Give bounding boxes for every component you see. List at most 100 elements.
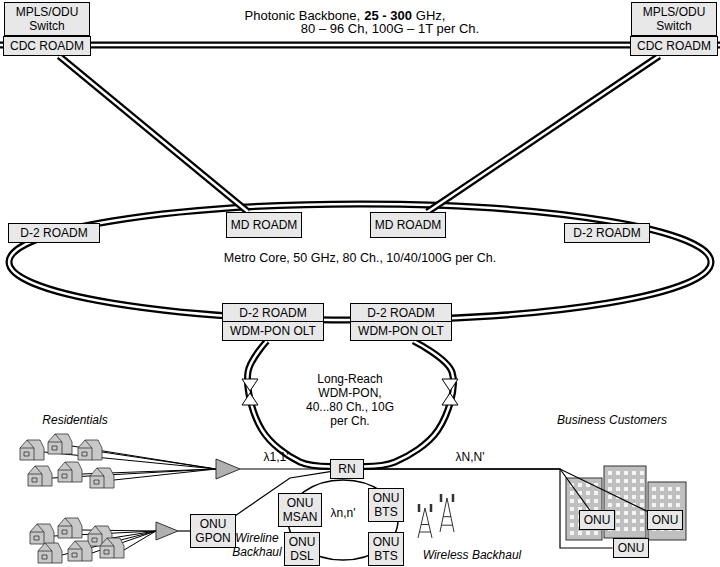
roadm-box: D-2 ROADM (350, 303, 452, 323)
box-text: ONU (618, 541, 645, 555)
house-icon (58, 518, 82, 538)
house-icon (90, 468, 114, 488)
window (652, 487, 656, 491)
backbone-spec: 80 – 96 Ch, 100G – 1T per Ch. (301, 22, 479, 36)
wavelength-label: λ1,1' (264, 450, 289, 464)
window (616, 487, 620, 491)
drop-fiber (102, 452, 216, 469)
window (624, 511, 628, 515)
window (640, 471, 644, 475)
window (668, 503, 672, 507)
window (586, 499, 590, 503)
box-text: ONU MSAN (283, 496, 318, 524)
wavelength-label: λn,n' (331, 506, 356, 520)
fiber-link (427, 56, 659, 212)
window (586, 491, 590, 495)
box-text: MPLS/ODU Switch (636, 5, 712, 33)
amplifier-symbol (442, 393, 458, 405)
antenna (441, 494, 453, 502)
house-detail (48, 434, 62, 454)
roadm-box: D-2 ROADM (222, 303, 324, 323)
house-icon (28, 466, 52, 486)
window (632, 495, 636, 499)
house-detail (58, 518, 72, 538)
olt-box: WDM-PON OLT (222, 321, 324, 341)
onu-box: ONU MSAN (278, 493, 323, 527)
box-text: ONU (584, 513, 611, 527)
window (640, 519, 644, 523)
amplifier-symbol (442, 379, 458, 391)
group-label: Wireless Backhaul (423, 548, 522, 562)
splitter-symbol (156, 522, 178, 540)
box-text: D-2 ROADM (569, 226, 645, 240)
wavelength-label: λN,N' (456, 450, 485, 464)
window (640, 511, 644, 515)
fiber-line (364, 469, 647, 511)
roadm-box: CDC ROADM (3, 36, 91, 56)
window (632, 471, 636, 475)
window (624, 487, 628, 491)
window (676, 503, 680, 507)
window (570, 531, 574, 535)
box-text: MPLS/ODU Switch (9, 5, 85, 33)
house-detail (28, 466, 42, 486)
fiber-link (364, 469, 647, 511)
house-icon (20, 440, 44, 460)
window (632, 479, 636, 483)
box-text: MD ROADM (375, 218, 442, 232)
window (624, 503, 628, 507)
onu-box: ONU BTS (368, 488, 405, 522)
window (640, 487, 644, 491)
house-icon (68, 541, 92, 561)
window (570, 515, 574, 519)
window (594, 499, 598, 503)
houses (20, 434, 124, 563)
remote-node-box: RN (330, 459, 364, 479)
window (608, 495, 612, 499)
drop-fiber (114, 469, 216, 480)
window (640, 527, 644, 531)
house-detail (58, 462, 72, 482)
window (570, 491, 574, 495)
onu-box: ONU (647, 510, 684, 530)
switch-box: MPLS/ODU Switch (631, 2, 717, 36)
house-icon (100, 538, 124, 558)
backbone-spec: Photonic Backbone, (245, 8, 361, 23)
fiber-line (59, 56, 248, 212)
onu-box: ONU DSL (284, 532, 321, 566)
house-detail (88, 526, 102, 546)
fiber-line-core (427, 56, 659, 212)
roadm-box: MD ROADM (370, 212, 447, 238)
pon-spec: Long-Reach WDM-PON, 40...80 Ch., 10G per… (305, 372, 395, 428)
window (676, 487, 680, 491)
house-detail (38, 543, 52, 563)
amplifier-symbol (242, 379, 258, 391)
window (668, 487, 672, 491)
backbone-spec: GHz, (416, 8, 446, 23)
house-icon (48, 434, 72, 454)
fiber-line-core (59, 56, 248, 212)
group-label: Business Customers (557, 413, 667, 427)
window (660, 487, 664, 491)
window (616, 511, 620, 515)
box-text: WDM-PON OLT (227, 324, 319, 338)
window (578, 499, 582, 503)
roadm-box: D-2 ROADM (8, 223, 100, 243)
window (616, 479, 620, 483)
window (586, 531, 590, 535)
onu-box: ONU BTS (368, 532, 405, 566)
window (616, 527, 620, 531)
house-detail (30, 524, 44, 544)
olt-box: WDM-PON OLT (350, 321, 452, 341)
box-text: CDC ROADM (8, 39, 86, 53)
splitter-symbol (216, 459, 240, 479)
house-icon (58, 462, 82, 482)
window (570, 499, 574, 503)
window (624, 519, 628, 523)
window (578, 483, 582, 487)
backbone-fiber (0, 44, 720, 47)
box-text: ONU GPON (195, 517, 230, 545)
box-text: D-2 ROADM (13, 226, 95, 240)
